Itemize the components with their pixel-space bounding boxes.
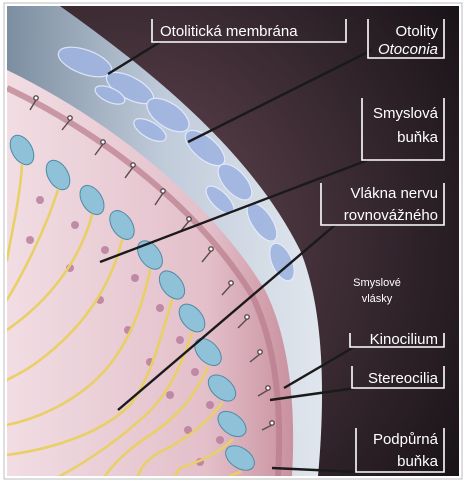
label-otoliticka-membrana: Otolitická membrána bbox=[160, 23, 298, 40]
label-otolity: Otolity bbox=[395, 23, 438, 40]
label-smyslova-bunka-2: buňka bbox=[397, 129, 439, 146]
label-kinocilium: Kinocilium bbox=[370, 331, 438, 348]
label-vlakna-nervu-2: rovnovážného bbox=[344, 207, 438, 224]
label-podpurna-bunka-1: Podpůrná bbox=[373, 431, 439, 448]
label-smyslove-vlasky-1: Smyslové bbox=[353, 277, 401, 289]
label-stereocilia: Stereocilia bbox=[368, 370, 439, 387]
label-smyslova-bunka-1: Smyslová bbox=[373, 105, 439, 122]
label-vlakna-nervu-1: Vlákna nervu bbox=[350, 185, 438, 202]
label-otoconia: Otoconia bbox=[378, 41, 438, 58]
label-podpurna-bunka-2: buňka bbox=[397, 453, 439, 470]
label-smyslove-vlasky-2: vlásky bbox=[362, 293, 393, 305]
